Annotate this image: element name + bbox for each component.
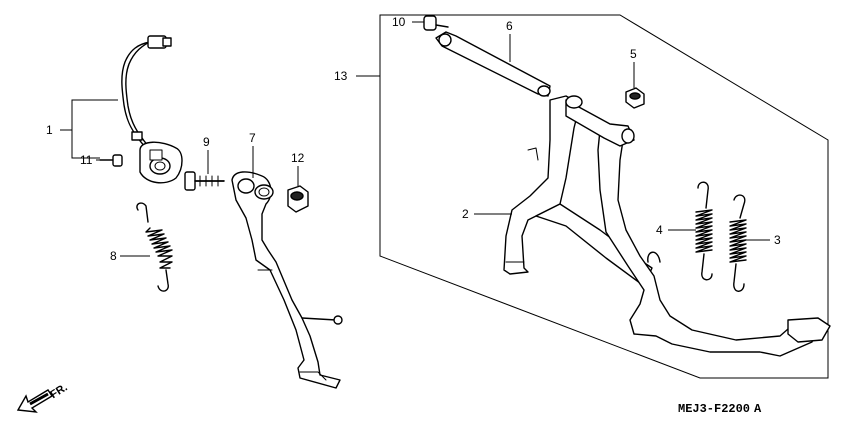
side-stand-switch[interactable] [121, 35, 183, 184]
callout-12: 12 [291, 151, 305, 165]
callout-2: 2 [462, 207, 469, 221]
callout-11: 11 [80, 153, 93, 167]
side-stand[interactable] [231, 171, 343, 389]
spring-4[interactable] [695, 181, 713, 281]
nut-12[interactable] [287, 185, 309, 213]
center-stand[interactable] [503, 95, 831, 357]
callout-1: 1 [46, 123, 53, 137]
diagram-code: MEJ3-F2200 [678, 402, 750, 416]
callout-3: 3 [774, 233, 781, 247]
assembly-box-outline [379, 14, 829, 379]
diagram-code-suffix: A [754, 402, 762, 416]
front-direction-arrow: FR. [16, 382, 70, 413]
callout-9: 9 [203, 135, 210, 149]
callout-6: 6 [506, 19, 513, 33]
front-label: FR. [48, 382, 69, 402]
callout-7: 7 [249, 131, 256, 145]
bolt-10[interactable] [423, 15, 449, 31]
callout-10: 10 [392, 15, 406, 29]
pivot-shaft[interactable] [435, 31, 551, 97]
spring-8[interactable] [136, 202, 173, 292]
leader-lines [60, 21, 770, 257]
callout-8: 8 [110, 249, 117, 263]
callout-5: 5 [630, 47, 637, 61]
pivot-bolt[interactable] [184, 171, 225, 191]
callout-4: 4 [656, 223, 663, 237]
collar-5[interactable] [625, 87, 645, 109]
spring-3[interactable] [729, 194, 747, 292]
callout-13: 13 [334, 69, 348, 83]
bolt-11[interactable] [99, 154, 123, 167]
